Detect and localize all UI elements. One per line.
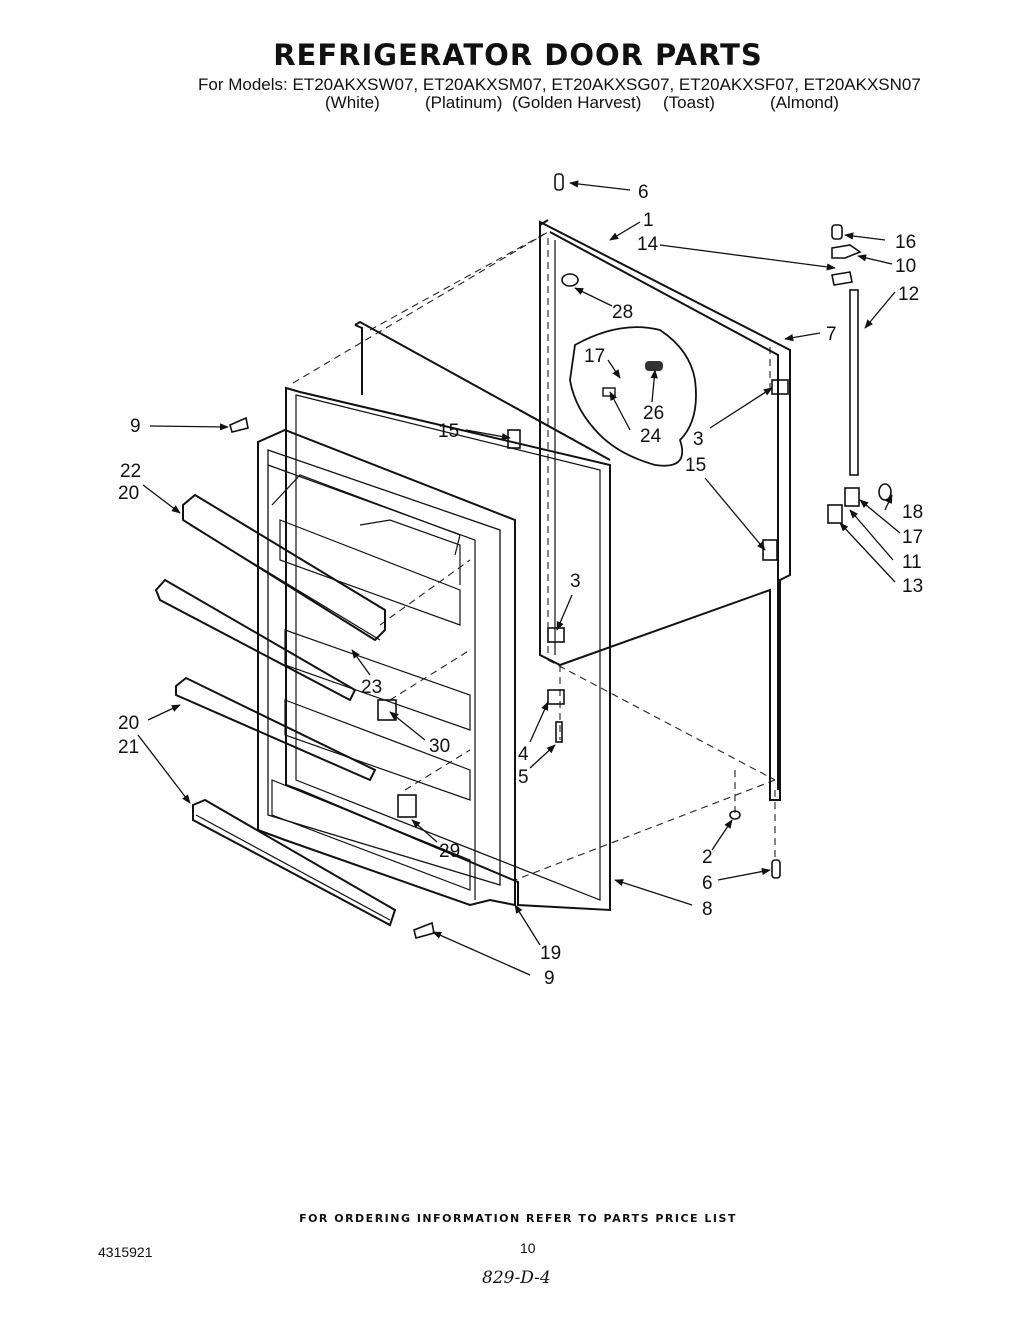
callout-17-right: 17 [902, 527, 923, 548]
callout-9-top: 9 [130, 416, 141, 437]
callout-20-bottom: 20 [118, 713, 139, 734]
dashed-guides [292, 231, 776, 881]
callout-19: 19 [540, 943, 561, 964]
callout-8: 8 [702, 899, 713, 920]
callout-6-bottom: 6 [702, 873, 713, 894]
leader-arrows [137, 180, 901, 976]
callout-13: 13 [902, 576, 923, 597]
callout-2: 2 [702, 847, 713, 868]
callout-3-center: 3 [570, 571, 581, 592]
callout-14: 14 [637, 234, 659, 255]
callout-10: 10 [895, 256, 916, 277]
door-liner [285, 320, 611, 912]
callout-29: 29 [439, 841, 460, 862]
hinge-hardware [229, 173, 892, 939]
callout-17-inset: 17 [584, 346, 605, 367]
callout-6-top: 6 [638, 182, 649, 203]
callout-28: 28 [612, 302, 633, 323]
callout-22: 22 [120, 461, 141, 482]
callout-4: 4 [518, 744, 529, 765]
color-white: (White) [325, 93, 380, 112]
callout-15-right: 15 [685, 455, 706, 476]
callout-18: 18 [902, 502, 923, 523]
callout-23: 23 [361, 677, 382, 698]
callout-11: 11 [902, 552, 922, 573]
page-title: REFRIGERATOR DOOR PARTS [273, 38, 763, 72]
color-toast: (Toast) [663, 93, 715, 112]
callout-16: 16 [895, 232, 916, 253]
color-golden-harvest: (Golden Harvest) [512, 93, 642, 112]
door-frame-gasket [539, 219, 791, 801]
color-almond: (Almond) [770, 93, 839, 112]
callout-9-bottom: 9 [544, 968, 555, 989]
callout-26: 26 [643, 403, 664, 424]
callout-labels: 6 1 16 14 10 12 28 7 17 26 24 9 15 3 15 … [118, 182, 923, 989]
part-number: 4315921 [98, 1244, 153, 1260]
callout-1: 1 [643, 210, 654, 231]
callout-12: 12 [898, 284, 919, 305]
handwritten-note: 829-D-4 [482, 1268, 551, 1288]
callout-5: 5 [518, 767, 529, 788]
shelf-bars [154, 493, 397, 927]
inner-door-panel [257, 428, 516, 907]
page-number: 10 [520, 1240, 536, 1256]
color-platinum: (Platinum) [425, 93, 503, 112]
callout-7: 7 [826, 324, 837, 345]
callout-15-left: 15 [438, 421, 459, 442]
ordering-footer: FOR ORDERING INFORMATION REFER TO PARTS … [299, 1212, 737, 1225]
callout-30: 30 [429, 736, 450, 757]
callout-20-top: 20 [118, 483, 139, 504]
callout-24: 24 [640, 426, 662, 447]
callout-3-right: 3 [693, 429, 704, 450]
callout-21: 21 [118, 737, 139, 758]
models-line: For Models: ET20AKXSW07, ET20AKXSM07, ET… [198, 75, 921, 94]
